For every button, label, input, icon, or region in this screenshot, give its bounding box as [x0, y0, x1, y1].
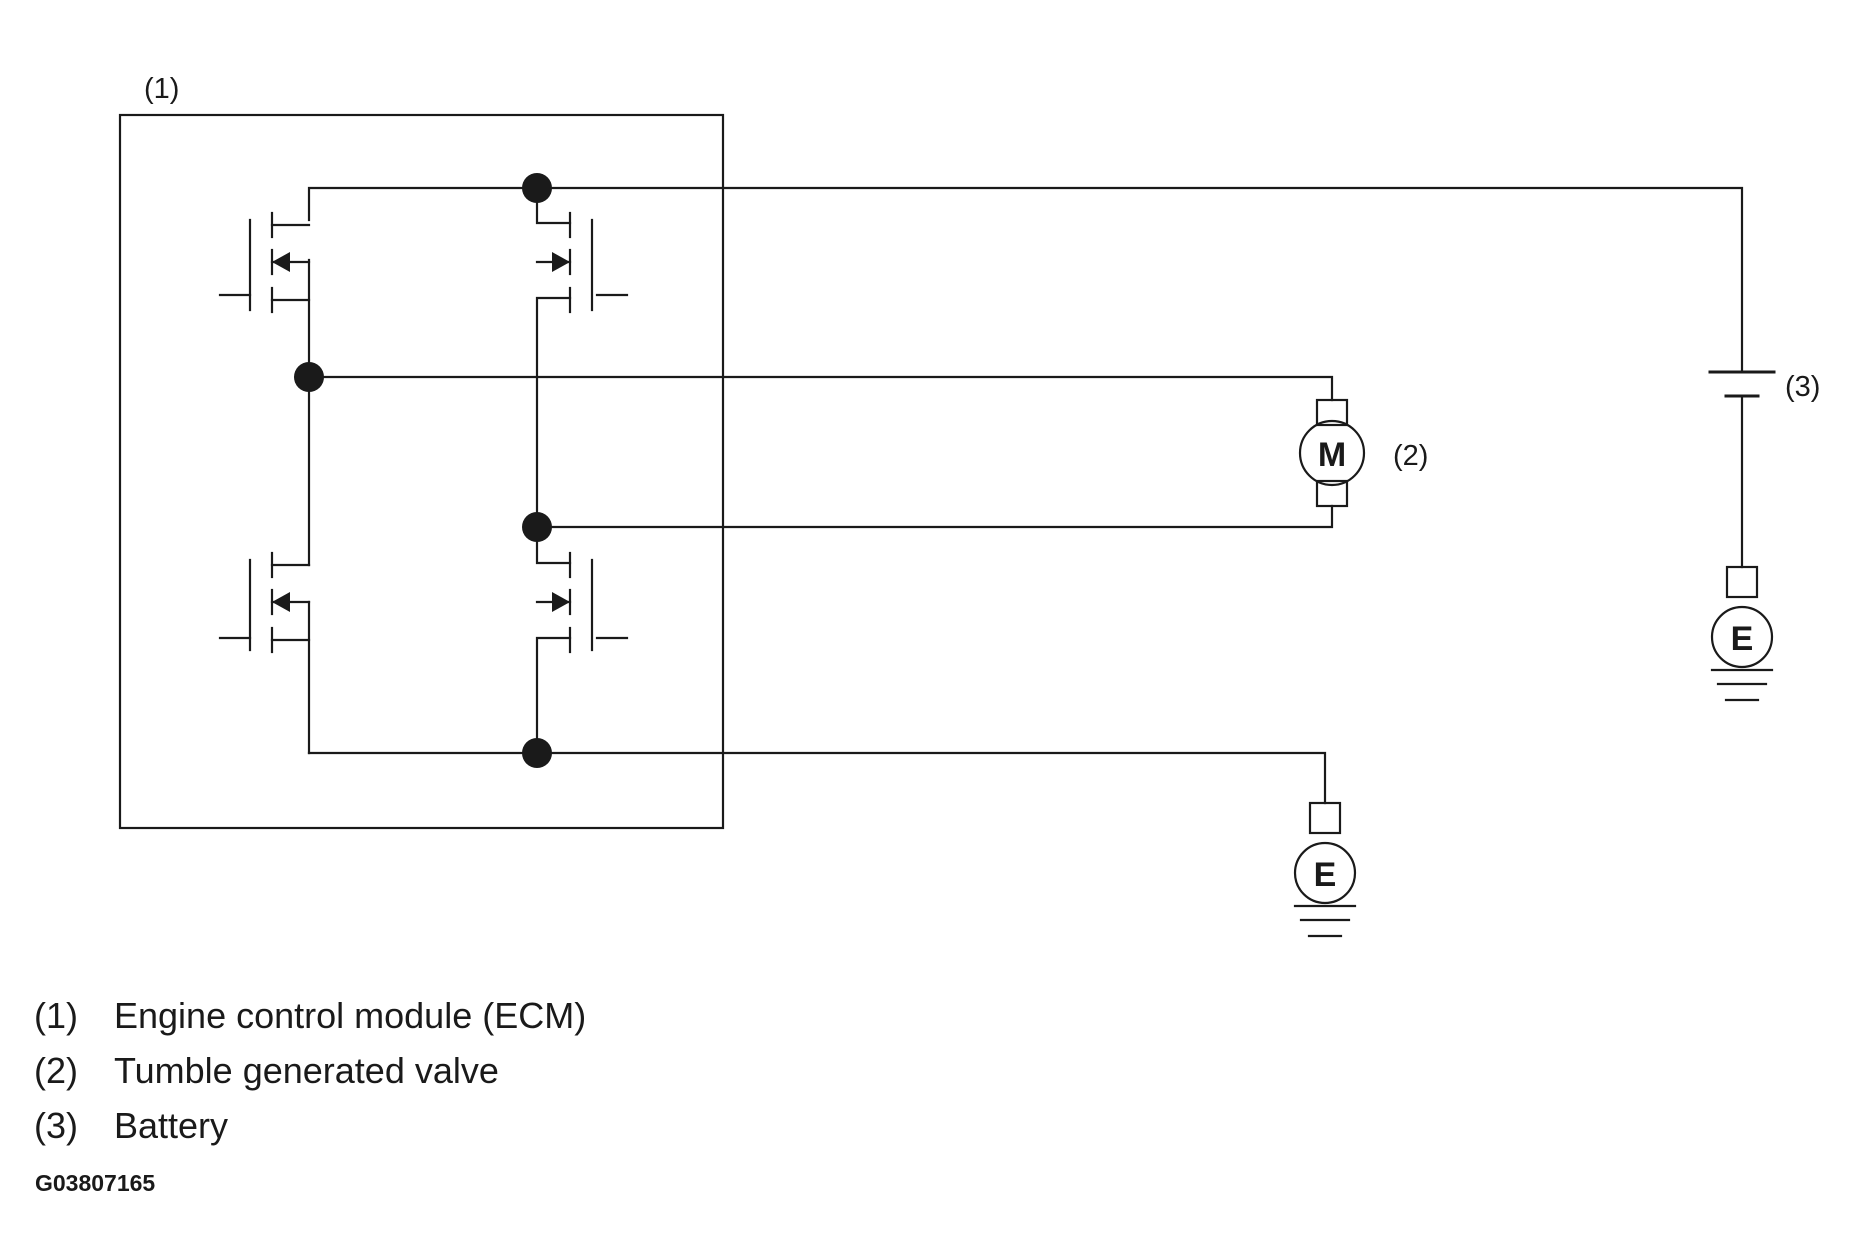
battery-callout: (3) — [1785, 371, 1820, 403]
legend-number: (1) — [34, 995, 78, 1036]
ecm-module-box — [118, 113, 725, 830]
ground-letter: E — [1314, 856, 1337, 894]
legend-label: Battery — [114, 1105, 228, 1146]
junction-node — [522, 512, 552, 542]
ground-symbol-battery: E — [1710, 565, 1774, 702]
mosfet-lower-right — [535, 551, 629, 654]
legend-label: Tumble generated valve — [114, 1050, 499, 1091]
battery-positive-wire — [307, 186, 1744, 372]
mosfet-upper-left — [218, 211, 311, 314]
legend-label: Engine control module (ECM) — [114, 995, 586, 1036]
legend: (1) Engine control module (ECM) (2) Tumb… — [34, 995, 586, 1146]
right-bridge-mid-wire — [535, 296, 572, 565]
right-bridge-lower-wire — [535, 636, 572, 755]
legend-number: (2) — [34, 1050, 78, 1091]
motor-letter: M — [1318, 436, 1346, 474]
motor-terminal-a-wire — [307, 375, 1334, 402]
junction-node — [294, 362, 324, 392]
ecm-ground-wire — [535, 751, 1327, 805]
junction-node — [522, 173, 552, 203]
legend-number: (3) — [34, 1105, 78, 1146]
figure-id: G03807165 — [35, 1170, 155, 1196]
junction-node — [522, 738, 552, 768]
ecm-callout: (1) — [144, 73, 179, 105]
mosfet-upper-right — [535, 211, 629, 314]
motor-symbol: M — [1298, 398, 1366, 508]
valve-callout: (2) — [1393, 440, 1428, 472]
mosfet-lower-left — [218, 551, 311, 654]
battery-symbol — [1708, 370, 1776, 398]
ground-letter: E — [1731, 620, 1754, 658]
motor-terminal-b-wire — [535, 504, 1334, 529]
wiring — [307, 186, 1744, 805]
ground-symbol-ecm: E — [1293, 801, 1357, 938]
